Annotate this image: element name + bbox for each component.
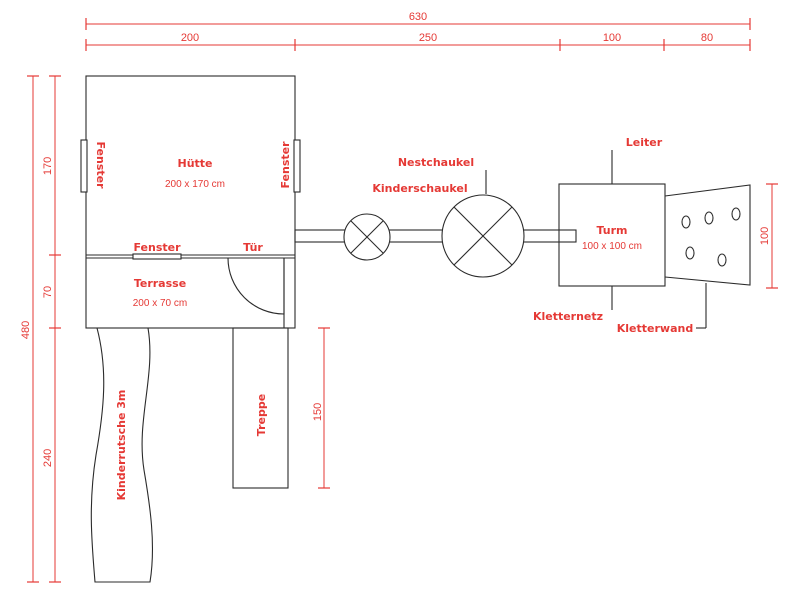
terrace-label: Terrasse: [134, 277, 186, 290]
tower-label: Turm: [596, 224, 627, 237]
tower: Leiter Turm 100 x 100 cm Kletternetz: [533, 136, 666, 323]
stairs-length-label: 150: [312, 403, 324, 421]
hut-height-label: 170: [42, 157, 54, 175]
nest-swing: Nestchaukel: [398, 156, 525, 278]
ladder-label: Leiter: [626, 136, 663, 149]
swing-beam: [294, 229, 577, 243]
left-dimensions: 480 170 70 240: [20, 75, 61, 583]
wall-width-label: 80: [701, 32, 713, 44]
window-left-label: Fenster: [94, 141, 107, 189]
top-dimensions: 630 200 250 100 80: [85, 11, 751, 51]
swing-width-label: 250: [419, 32, 437, 44]
climbing-net-label: Kletternetz: [533, 310, 603, 323]
hut: Hütte 200 x 170 cm Fenster Fenster Fenst…: [80, 75, 301, 329]
kids-swing: Kinderschaukel: [343, 182, 468, 261]
slide-label: Kinderrutsche 3m: [115, 390, 128, 501]
kids-swing-label: Kinderschaukel: [372, 182, 467, 195]
total-height-label: 480: [20, 321, 32, 339]
climbing-wall: Kletterwand 100: [617, 183, 778, 335]
window-right: [293, 139, 301, 193]
tower-width-label: 100: [603, 32, 621, 44]
nest-swing-label: Nestchaukel: [398, 156, 474, 169]
window-left: [80, 139, 88, 193]
slide-length-label: 240: [42, 449, 54, 467]
total-width-label: 630: [409, 11, 427, 23]
terrace-size-label: 200 x 70 cm: [133, 298, 187, 309]
slide: Kinderrutsche 3m: [90, 327, 154, 583]
door-swing: [227, 257, 285, 315]
window-bottom: [132, 253, 182, 260]
hut-label: Hütte: [177, 157, 212, 170]
window-right-label: Fenster: [279, 141, 292, 189]
climbing-wall-label: Kletterwand: [617, 322, 693, 335]
stairs-label: Treppe: [255, 394, 268, 436]
hut-size-label: 200 x 170 cm: [165, 179, 225, 190]
terrace-height-label: 70: [42, 286, 54, 298]
window-bottom-label: Fenster: [133, 241, 181, 254]
hut-width-label: 200: [181, 32, 199, 44]
door-label: Tür: [243, 241, 263, 254]
wall-height-label: 100: [759, 227, 771, 245]
tower-size-label: 100 x 100 cm: [582, 241, 642, 252]
stairs: Treppe 150: [232, 327, 330, 489]
